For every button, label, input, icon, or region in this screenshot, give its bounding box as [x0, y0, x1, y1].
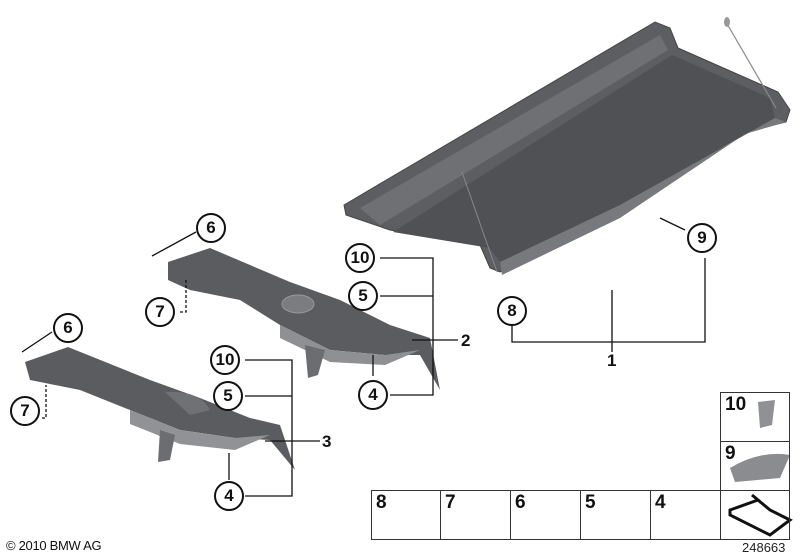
callout-4[interactable]: 4	[358, 380, 388, 410]
label-part-3[interactable]: 3	[322, 432, 332, 451]
side-trim-left[interactable]	[25, 347, 295, 470]
legend-number: 5	[585, 492, 596, 513]
legend-cell-10[interactable]: 10	[720, 392, 790, 442]
legend-cell-9[interactable]: 9	[720, 441, 790, 491]
legend-cell-8[interactable]: 8	[371, 490, 441, 540]
callout-6[interactable]: 6	[53, 313, 83, 343]
callout-6[interactable]: 6	[196, 213, 226, 243]
bracket-clip-icon	[758, 400, 775, 428]
diagram-id: 248663	[742, 540, 786, 555]
legend-number: 8	[376, 492, 387, 513]
copyright: © 2010 BMW AG	[6, 538, 102, 553]
legend-cell-arrow	[720, 490, 790, 540]
legend-cell-5[interactable]: 5	[580, 490, 651, 540]
arrow-icon	[728, 493, 793, 537]
callout-10[interactable]: 10	[345, 243, 375, 273]
callout-7[interactable]: 7	[145, 297, 175, 327]
label-part-1[interactable]: 1	[607, 351, 617, 370]
side-trim-right[interactable]	[168, 248, 440, 390]
callout-7[interactable]: 7	[10, 396, 40, 426]
legend-number: 4	[655, 492, 666, 513]
parcel-shelf[interactable]	[343, 17, 791, 275]
leader-lines	[21, 217, 706, 497]
legend-number: 9	[725, 443, 736, 464]
legend-number: 7	[445, 492, 456, 513]
callout-5[interactable]: 5	[348, 281, 378, 311]
callout-9[interactable]: 9	[687, 223, 717, 253]
label-part-2[interactable]: 2	[461, 331, 471, 350]
callout-5[interactable]: 5	[213, 381, 243, 411]
bumper-stop-icon	[730, 453, 790, 482]
legend-cell-6[interactable]: 6	[510, 490, 581, 540]
legend-number: 6	[515, 492, 526, 513]
legend-number: 10	[725, 394, 747, 415]
legend-cell-7[interactable]: 7	[440, 490, 511, 540]
callout-10[interactable]: 10	[210, 345, 240, 375]
callout-8[interactable]: 8	[497, 296, 527, 326]
callout-4[interactable]: 4	[214, 481, 244, 511]
legend-cell-4[interactable]: 4	[650, 490, 721, 540]
